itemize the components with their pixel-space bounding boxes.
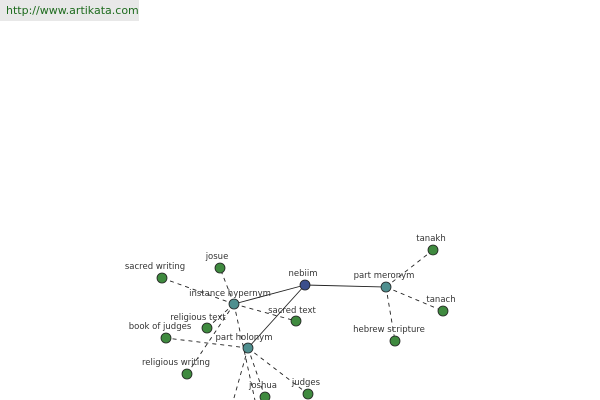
node-label-nebiim[interactable]: nebiim: [288, 269, 317, 279]
node-sacred-text[interactable]: [290, 315, 302, 327]
node-religious-text[interactable]: [201, 322, 213, 334]
edge-part-holonym-to-book-of-judges: [165, 337, 249, 349]
edge-part-meronym-to-tanakh: [385, 249, 434, 288]
node-nebiim[interactable]: [299, 279, 311, 291]
node-label-tanach[interactable]: tanach: [426, 295, 455, 305]
edge-nebiim-to-part-meronym: [304, 284, 387, 288]
node-hebrew-scripture[interactable]: [389, 335, 401, 347]
node-tanakh[interactable]: [427, 244, 439, 256]
node-label-hebrew-scripture[interactable]: hebrew scripture: [353, 325, 425, 335]
node-label-religious-writing[interactable]: religious writing: [142, 358, 210, 368]
edge-instance-hypernym-to-sacred-text: [233, 303, 297, 322]
node-judges[interactable]: [302, 388, 314, 400]
node-label-judges[interactable]: judges: [291, 378, 321, 388]
edge-part-meronym-to-tanach: [385, 286, 444, 312]
edge-instance-hypernym-to-religious-writing: [186, 303, 235, 375]
node-label-part-meronym[interactable]: part meronym: [354, 271, 415, 281]
node-label-joshua[interactable]: joshua: [248, 381, 277, 391]
edge-instance-hypernym-to-offscreen-mid: [233, 303, 256, 400]
node-label-instance-hypernym[interactable]: instance hypernym: [189, 289, 271, 299]
node-label-sacred-writing[interactable]: sacred writing: [125, 262, 185, 272]
node-book-of-judges[interactable]: [160, 332, 172, 344]
node-part-holonym[interactable]: [242, 342, 254, 354]
node-tanach[interactable]: [437, 305, 449, 317]
edge-instance-hypernym-to-josue: [219, 267, 235, 305]
edge-instance-hypernym-to-religious-text: [206, 303, 235, 329]
node-label-josue[interactable]: josue: [205, 252, 229, 262]
node-instance-hypernym[interactable]: [228, 298, 240, 310]
edge-nebiim-to-instance-hypernym: [233, 284, 306, 305]
node-label-part-holonym[interactable]: part holonym: [216, 333, 273, 343]
edge-part-holonym-to-joshua: [247, 347, 266, 398]
node-label-religious-text[interactable]: religious text: [170, 313, 226, 323]
node-label-tanakh[interactable]: tanakh: [416, 234, 445, 244]
node-religious-writing[interactable]: [181, 368, 193, 380]
node-josue[interactable]: [214, 262, 226, 274]
labels-layer: nebiim part meronym instance hypernym part …: [125, 234, 456, 391]
node-sacred-writing[interactable]: [156, 272, 168, 284]
edge-nebiim-to-part-holonym: [247, 284, 306, 349]
edge-part-meronym-to-hebrew-scripture: [385, 286, 396, 342]
node-label-book-of-judges[interactable]: book of judges: [129, 322, 192, 332]
edge-part-holonym-to-offscreen-left: [232, 347, 249, 400]
artikata-url-link[interactable]: http://www.artikata.com: [0, 0, 139, 21]
edges-layer: [161, 249, 444, 400]
node-label-sacred-text[interactable]: sacred text: [268, 306, 316, 316]
node-joshua[interactable]: [259, 391, 271, 400]
nodes-layer: [156, 244, 449, 400]
node-part-meronym[interactable]: [380, 281, 392, 293]
